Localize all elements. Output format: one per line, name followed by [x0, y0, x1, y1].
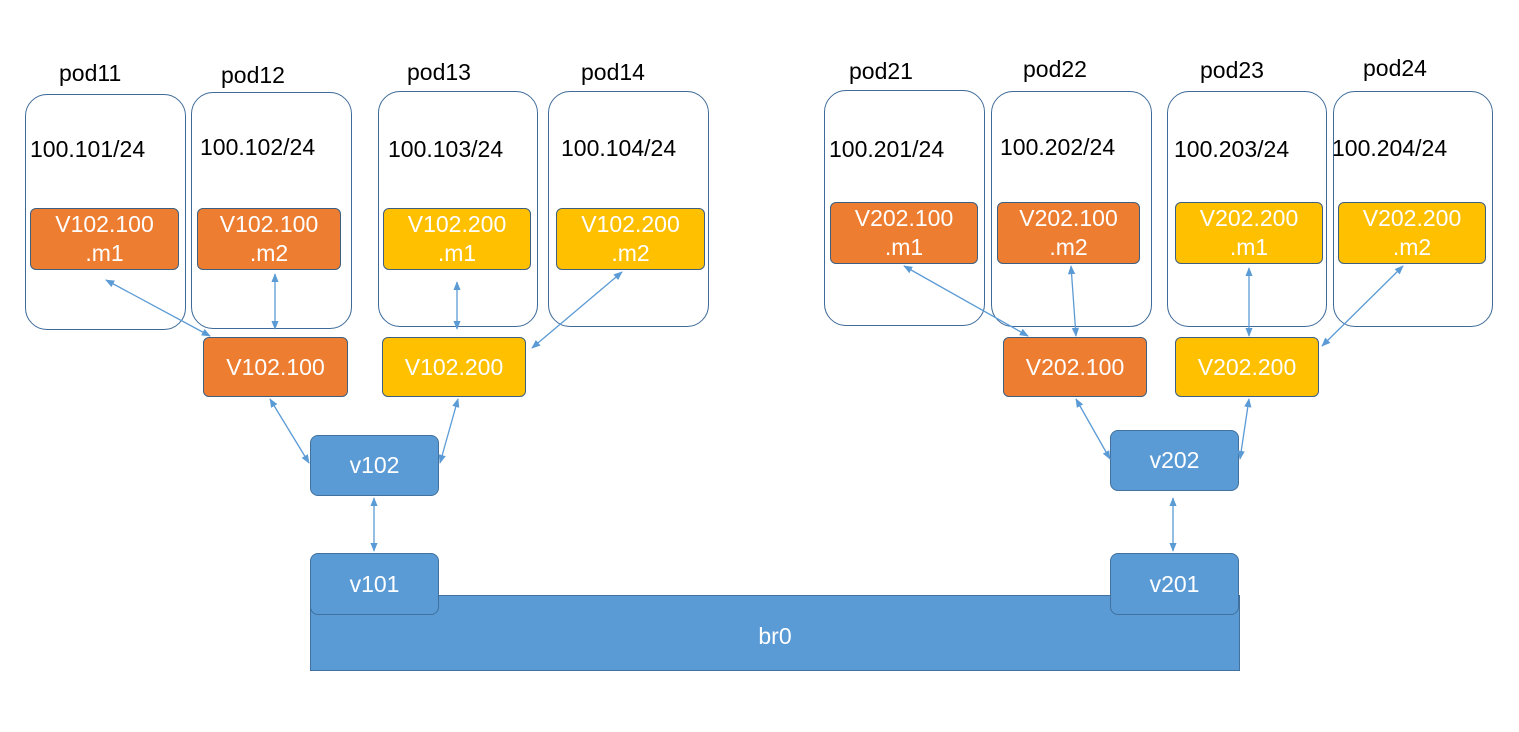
- bridge-br0: br0: [310, 595, 1240, 671]
- interface-name: V102.100: [219, 211, 319, 238]
- pod-interface-pod23: V202.200 .m1: [1175, 202, 1323, 264]
- veth-interface-v102: v102: [310, 435, 439, 496]
- interface-suffix: .m1: [437, 240, 477, 266]
- vlan-interface-v102-100: V102.100: [203, 337, 348, 397]
- veth-label: v101: [349, 570, 400, 597]
- ip-label-pod13: 100.103/24: [388, 136, 504, 162]
- vlan-interface-v102-200: V102.200: [382, 337, 526, 397]
- vlan-label: V102.200: [404, 353, 504, 380]
- ip-label-pod22: 100.202/24: [1000, 134, 1116, 160]
- ip-label-pod11: 100.101/24: [30, 136, 146, 162]
- ip-label-pod14: 100.104/24: [561, 135, 677, 161]
- interface-suffix: .m1: [85, 240, 124, 266]
- link-pod21-v202-100: [903, 265, 1029, 337]
- link-pod11-v102-100: [105, 279, 211, 337]
- vlan-interface-v202-200: V202.200: [1175, 337, 1319, 397]
- veth-label: v102: [349, 452, 400, 479]
- interface-suffix: .m1: [1229, 234, 1269, 260]
- interface-suffix: .m2: [1049, 234, 1088, 260]
- interface-name: V202.200: [1362, 205, 1462, 232]
- interface-suffix: .m2: [249, 240, 289, 266]
- veth-interface-v101: v101: [310, 553, 439, 615]
- ip-label-pod23: 100.203/24: [1174, 136, 1290, 162]
- interface-suffix: .m2: [1392, 234, 1432, 260]
- veth-label: v201: [1149, 570, 1200, 597]
- pod-label-pod13: pod13: [407, 59, 471, 85]
- interface-name: V102.100: [55, 211, 154, 238]
- interface-name: V202.200: [1199, 205, 1299, 232]
- pod-label-pod12: pod12: [221, 62, 285, 88]
- interface-name: V102.200: [407, 211, 507, 238]
- veth-label: v202: [1149, 447, 1200, 474]
- link-v202-200-v202: [1237, 398, 1252, 460]
- pod-label-pod11: pod11: [59, 60, 122, 86]
- pod-interface-pod13: V102.200 .m1: [383, 208, 531, 270]
- link-pod14-v102-200: [531, 271, 623, 349]
- pod-interface-pod14: V102.200 .m2: [556, 208, 705, 270]
- vlan-label: V202.200: [1197, 353, 1297, 380]
- veth-interface-v202: v202: [1110, 430, 1239, 491]
- veth-interface-v201: v201: [1110, 553, 1239, 615]
- interface-name: V202.100: [854, 205, 954, 232]
- link-pod24-v202-200: [1321, 265, 1404, 347]
- pod-interface-pod24: V202.200 .m2: [1338, 202, 1486, 264]
- pod-label-pod23: pod23: [1200, 57, 1264, 83]
- interface-name: V202.100: [1019, 205, 1118, 232]
- link-v102-200-v102: [438, 398, 460, 464]
- link-v202-100-v202: [1075, 398, 1111, 460]
- ip-label-pod24: 100.204/24: [1332, 135, 1448, 161]
- pod-label-pod14: pod14: [581, 59, 645, 85]
- interface-suffix: .m1: [884, 234, 924, 260]
- pod-label-pod24: pod24: [1363, 55, 1427, 81]
- link-pod22-v202-100: [1067, 265, 1080, 337]
- pod-interface-pod21: V202.100 .m1: [830, 202, 978, 264]
- ip-label-pod12: 100.102/24: [200, 134, 316, 160]
- pod-label-pod21: pod21: [849, 58, 913, 84]
- pod-interface-pod12: V102.100 .m2: [197, 208, 341, 270]
- pod-interface-pod22: V202.100 .m2: [997, 202, 1140, 264]
- vlan-interface-v202-100: V202.100: [1003, 337, 1147, 397]
- pod-label-pod22: pod22: [1023, 56, 1087, 82]
- link-v102-100-v102: [269, 398, 310, 464]
- interface-name: V102.200: [581, 211, 680, 238]
- bridge-label: br0: [758, 622, 792, 649]
- vlan-label: V202.100: [1025, 353, 1125, 380]
- interface-suffix: .m2: [611, 240, 650, 266]
- ip-label-pod21: 100.201/24: [829, 136, 945, 162]
- vlan-label: V102.100: [226, 353, 325, 380]
- pod-interface-pod11: V102.100 .m1: [30, 208, 179, 270]
